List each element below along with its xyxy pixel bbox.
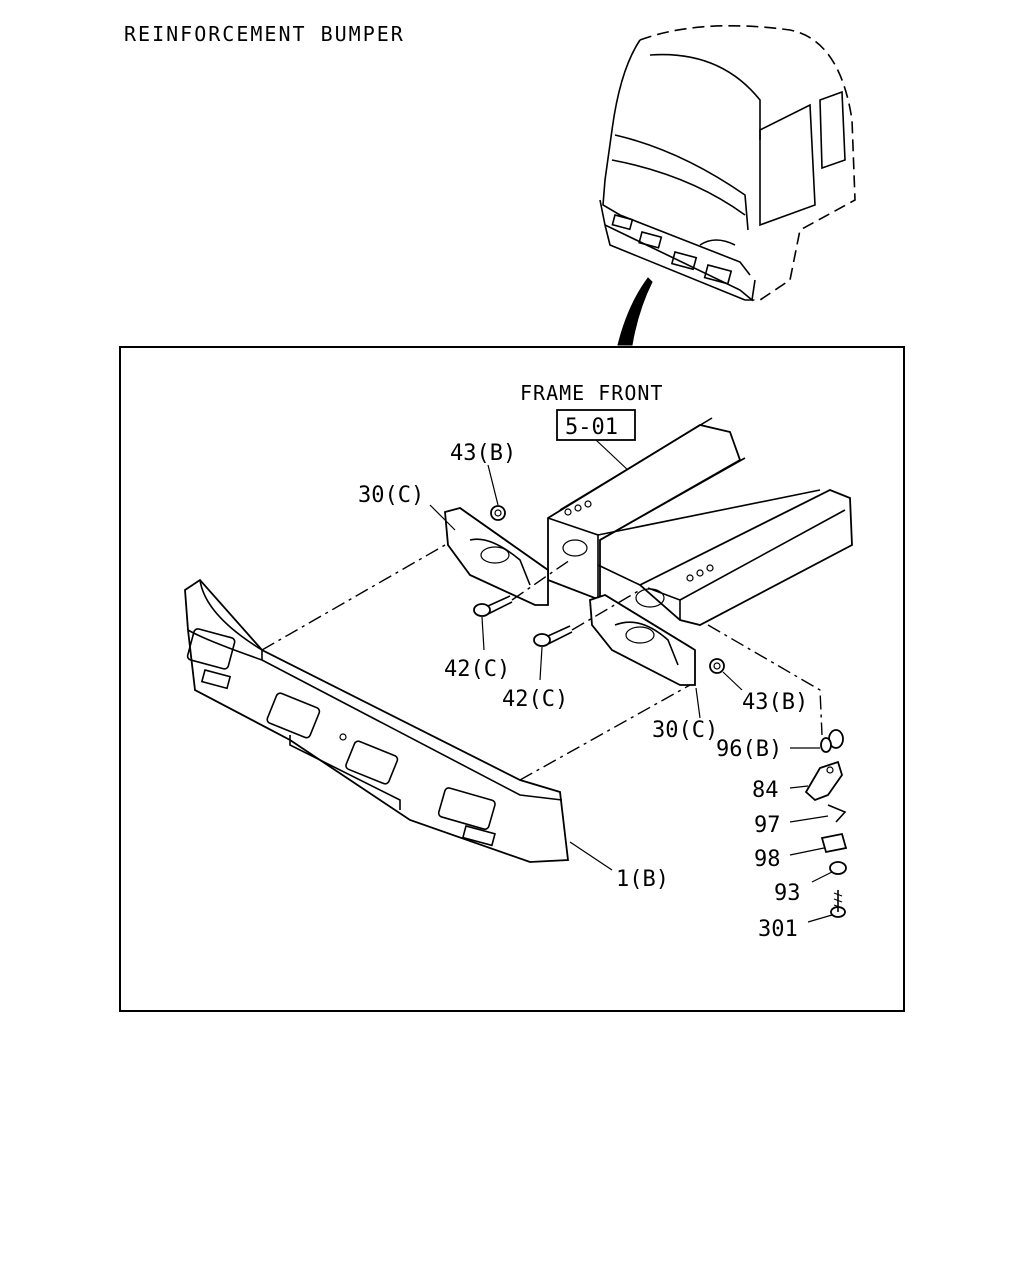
vehicle-frame <box>547 417 853 626</box>
nut-43b-top <box>490 505 506 521</box>
reference-box-text: 5-01 <box>565 415 618 440</box>
truck-cab-illustration <box>599 24 856 302</box>
bracket-left-30c <box>444 507 549 606</box>
bolt-42c-left <box>473 559 571 617</box>
reference-leader <box>595 439 631 473</box>
nut-43b-right <box>709 658 725 674</box>
callout-42c-mid: 42(C) <box>502 687 568 712</box>
diagram-title: REINFORCEMENT BUMPER <box>124 22 405 46</box>
callout-98: 98 <box>754 847 781 872</box>
assembly-guide-lines <box>261 544 823 781</box>
callout-97: 97 <box>754 813 781 838</box>
detail-frame <box>119 346 905 1012</box>
bracket-right-30c <box>589 594 696 686</box>
callout-84: 84 <box>752 778 779 803</box>
callout-96b: 96(B) <box>716 737 782 762</box>
bumper-1b <box>184 578 570 863</box>
callout-42c-left: 42(C) <box>444 657 510 682</box>
reference-box <box>556 409 636 441</box>
callout-30c-left: 30(C) <box>358 483 424 508</box>
tow-hook-assembly <box>804 729 848 918</box>
callout-43b-top: 43(B) <box>450 441 516 466</box>
callout-pointer <box>617 277 653 346</box>
callout-43b-right: 43(B) <box>742 690 808 715</box>
callout-30c-right: 30(C) <box>652 718 718 743</box>
callout-301: 301 <box>758 917 798 942</box>
bolt-42c-mid <box>533 589 641 647</box>
leader-lines <box>429 464 833 923</box>
frame-front-label: FRAME FRONT <box>520 381 663 405</box>
callout-1b: 1(B) <box>616 867 669 892</box>
callout-93: 93 <box>774 881 801 906</box>
